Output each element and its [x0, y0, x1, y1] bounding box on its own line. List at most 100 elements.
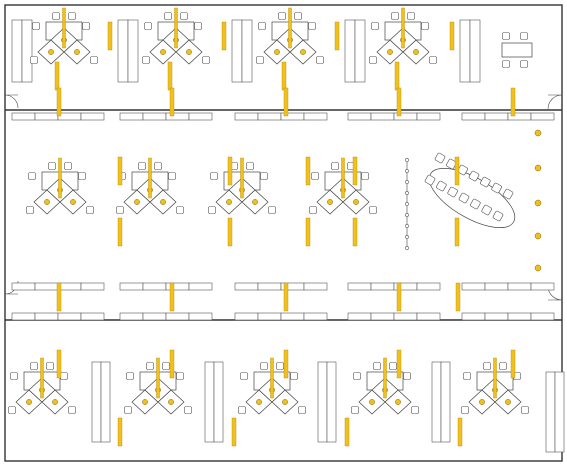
desk-marker-1	[186, 49, 192, 55]
acoustic-panel-14	[227, 156, 233, 186]
coat-hook-5	[405, 213, 409, 217]
cabinet-row0-3-0	[347, 112, 372, 121]
desk-marker-0	[44, 199, 50, 205]
acoustic-panel-12	[510, 87, 516, 117]
cabinet-upper-4-a	[459, 19, 471, 83]
acoustic-panel-18	[117, 217, 123, 247]
workstation-cluster-3	[256, 7, 324, 65]
cabinet-row0-1-3	[188, 112, 213, 121]
acoustic-panel-29	[169, 349, 175, 379]
desk-marker-0	[26, 399, 32, 405]
cabinet-row1-4-2	[507, 282, 532, 291]
coat-hook-7	[405, 235, 409, 239]
desk-marker-1	[168, 399, 174, 405]
cabinet-row1-1-1	[142, 282, 167, 291]
chair-4	[146, 362, 154, 370]
cluster-divider-panel	[62, 7, 66, 49]
conference-chair-bottom-1	[436, 180, 447, 192]
chair-4	[52, 12, 60, 20]
cabinet-row2-3-2	[393, 312, 418, 321]
chair-5	[154, 162, 162, 170]
acoustic-panel-36	[457, 417, 463, 447]
acoustic-panel-17	[454, 156, 460, 186]
chair-4	[278, 12, 286, 20]
cabinet-row2-3-1	[370, 312, 395, 321]
desk-marker-0	[142, 399, 148, 405]
chair-2	[238, 406, 246, 414]
acoustic-panel-19	[227, 217, 233, 247]
cluster-divider-panel	[156, 357, 160, 399]
chair-2	[116, 206, 124, 214]
chair-0	[144, 22, 152, 30]
workstation-cluster-10	[124, 357, 192, 415]
chair-3	[316, 56, 324, 64]
cabinet-lower-2-a	[317, 361, 328, 443]
acoustic-panels	[54, 21, 516, 447]
cabinet-row1-3-0	[347, 282, 372, 291]
chair-0	[240, 372, 248, 380]
cabinet-lower-0-a	[91, 361, 102, 443]
workstation-cluster-2	[142, 7, 210, 65]
coat-hook-0	[405, 158, 409, 162]
cluster-divider-panel	[58, 157, 62, 199]
chair-2	[8, 406, 16, 414]
desk-marker-1	[74, 49, 80, 55]
acoustic-panel-24	[169, 282, 175, 312]
cabinet-row2-0-1	[34, 312, 59, 321]
chair-0	[32, 22, 40, 30]
cabinet-upper-1-b	[127, 19, 139, 83]
cabinet-row1-4-0	[461, 282, 486, 291]
chair-1	[176, 372, 184, 380]
desk-marker-0	[256, 399, 262, 405]
desk-marker-0	[369, 399, 375, 405]
chair-4	[260, 362, 268, 370]
acoustic-panel-10	[283, 87, 289, 117]
cabinet-upper-1-a	[117, 19, 129, 83]
conference-chair-top-0	[434, 152, 446, 164]
chair-5	[294, 12, 302, 20]
desk-marker-1	[282, 399, 288, 405]
conference-chair-bottom-3	[458, 192, 470, 204]
desk-marker-1	[300, 49, 306, 55]
workstation-cluster-7	[208, 157, 276, 215]
conference-chair-top-1	[446, 158, 457, 170]
cluster-divider-panel	[148, 157, 152, 199]
cabinet-row0-2-0	[234, 112, 259, 121]
conference-chair-top-5	[491, 182, 502, 194]
door-left-upper	[4, 94, 19, 109]
desk-marker-0	[226, 199, 232, 205]
cabinet-row0-0-1	[34, 112, 59, 121]
cabinet-lower-4-a	[545, 371, 556, 453]
chair-3	[86, 206, 94, 214]
cabinet-row1-3-1	[370, 282, 395, 291]
cabinet-row0-1-0	[119, 112, 144, 121]
chair-0	[311, 172, 319, 180]
chair-1	[260, 172, 268, 180]
coat-hook-4	[405, 202, 409, 206]
meeting-chair-0	[502, 32, 510, 40]
acoustic-panel-26	[396, 282, 402, 312]
chair-3	[521, 406, 529, 414]
acoustic-panel-2	[281, 61, 287, 91]
cluster-divider-panel	[270, 357, 274, 399]
chair-2	[369, 56, 377, 64]
cluster-divider-panel	[40, 357, 44, 399]
chair-1	[82, 22, 90, 30]
acoustic-panel-3	[394, 61, 400, 91]
chair-1	[194, 22, 202, 30]
chair-0	[371, 22, 379, 30]
cluster-divider-panel	[401, 7, 405, 49]
cabinet-row1-1-3	[188, 282, 213, 291]
workstation-cluster-8	[309, 157, 377, 215]
cabinet-row0-2-1	[257, 112, 282, 121]
workstation-cluster-9	[8, 357, 76, 415]
chair-5	[246, 162, 254, 170]
cabinet-upper-0-b	[21, 19, 33, 83]
conference-area	[405, 32, 533, 250]
chair-3	[429, 56, 437, 64]
desk-marker-0	[48, 49, 54, 55]
cabinet-row2-3-0	[347, 312, 372, 321]
desk-marker-1	[52, 399, 58, 405]
cabinet-row1-1-0	[119, 282, 144, 291]
chair-1	[168, 172, 176, 180]
